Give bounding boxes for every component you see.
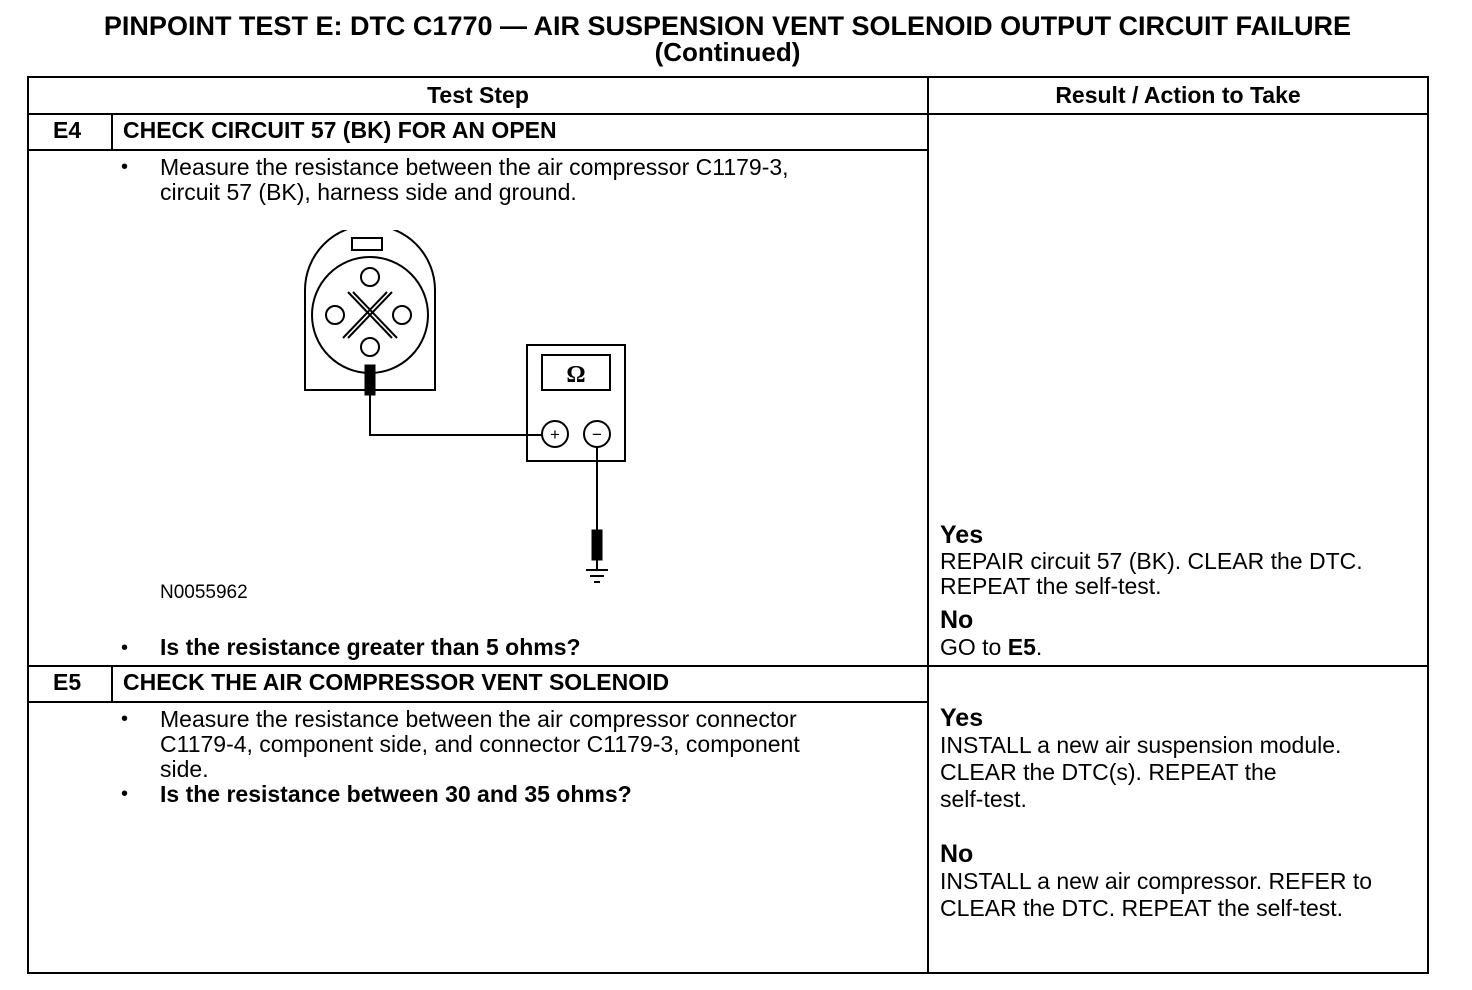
result-e5-no-label: No: [940, 840, 974, 868]
result-e5-yes-label: Yes: [940, 704, 984, 732]
ground-icon: [586, 560, 608, 583]
connector-housing: [304, 230, 436, 391]
result-e5-yes-line1: INSTALL a new air suspension module.: [940, 732, 1342, 758]
connector-pin-3: [360, 337, 380, 357]
connector-pin-2: [325, 305, 345, 325]
instruction-e5-line3: side.: [160, 756, 209, 782]
ohmmeter-display: [541, 354, 611, 391]
instruction-e4-line2: circuit 57 (BK), harness side and ground…: [160, 179, 577, 205]
connector-key-tab: [351, 237, 383, 251]
question-e5: Is the resistance between 30 and 35 ohms…: [160, 781, 632, 807]
header-result: Result / Action to Take: [1055, 82, 1301, 108]
result-e5-no-line1: INSTALL a new air compressor. REFER to: [940, 868, 1373, 894]
page-subtitle: (Continued): [654, 37, 801, 67]
figure-id: N0055962: [160, 582, 248, 603]
bullet: •: [121, 708, 129, 730]
result-e4-no-action: GO to E5.: [940, 634, 1043, 660]
bullet: •: [121, 156, 129, 178]
step-heading-e4: CHECK CIRCUIT 57 (BK) FOR AN OPEN: [123, 117, 557, 143]
test-lead-positive: [369, 385, 542, 436]
ohmmeter-connector-diagram: Ω + −: [304, 230, 626, 583]
result-e4-yes-line1: REPAIR circuit 57 (BK). CLEAR the DTC.: [940, 548, 1363, 574]
goto-e5-link: E5: [1007, 634, 1036, 660]
header-test-step: Test Step: [427, 82, 529, 108]
result-e4-yes-label: Yes: [940, 521, 984, 549]
result-e4-yes-line2: REPEAT the self-test.: [940, 573, 1162, 599]
ohm-symbol: Ω: [566, 362, 585, 388]
connector-pin-1: [360, 267, 380, 287]
connector-cross: [347, 291, 393, 339]
step-id-e5: E5: [53, 669, 82, 695]
result-e5-yes-line3: self-test.: [940, 786, 1027, 812]
step-heading-e5: CHECK THE AIR COMPRESSOR VENT SOLENOID: [123, 669, 670, 695]
result-e5-no-line2: CLEAR the DTC. REPEAT the self-test.: [940, 895, 1344, 921]
result-e4-no-label: No: [940, 606, 974, 634]
ohmmeter-body: [526, 344, 626, 462]
question-e4: Is the resistance greater than 5 ohms?: [160, 634, 581, 660]
bullet: •: [121, 637, 129, 659]
page-title: PINPOINT TEST E: DTC C1770 — AIR SUSPENS…: [103, 11, 1352, 41]
connector-pin-4: [392, 305, 412, 325]
minus-symbol: −: [592, 425, 602, 444]
instruction-e5-line1: Measure the resistance between the air c…: [160, 706, 797, 732]
step-id-e4: E4: [53, 117, 82, 143]
instruction-e5-line2: C1179-4, component side, and connector C…: [160, 731, 800, 757]
bullet: •: [121, 783, 129, 805]
instruction-e4-line1: Measure the resistance between the air c…: [160, 154, 789, 180]
result-e5-yes-line2: CLEAR the DTC(s). REPEAT the: [940, 759, 1277, 785]
plus-symbol: +: [550, 425, 560, 444]
